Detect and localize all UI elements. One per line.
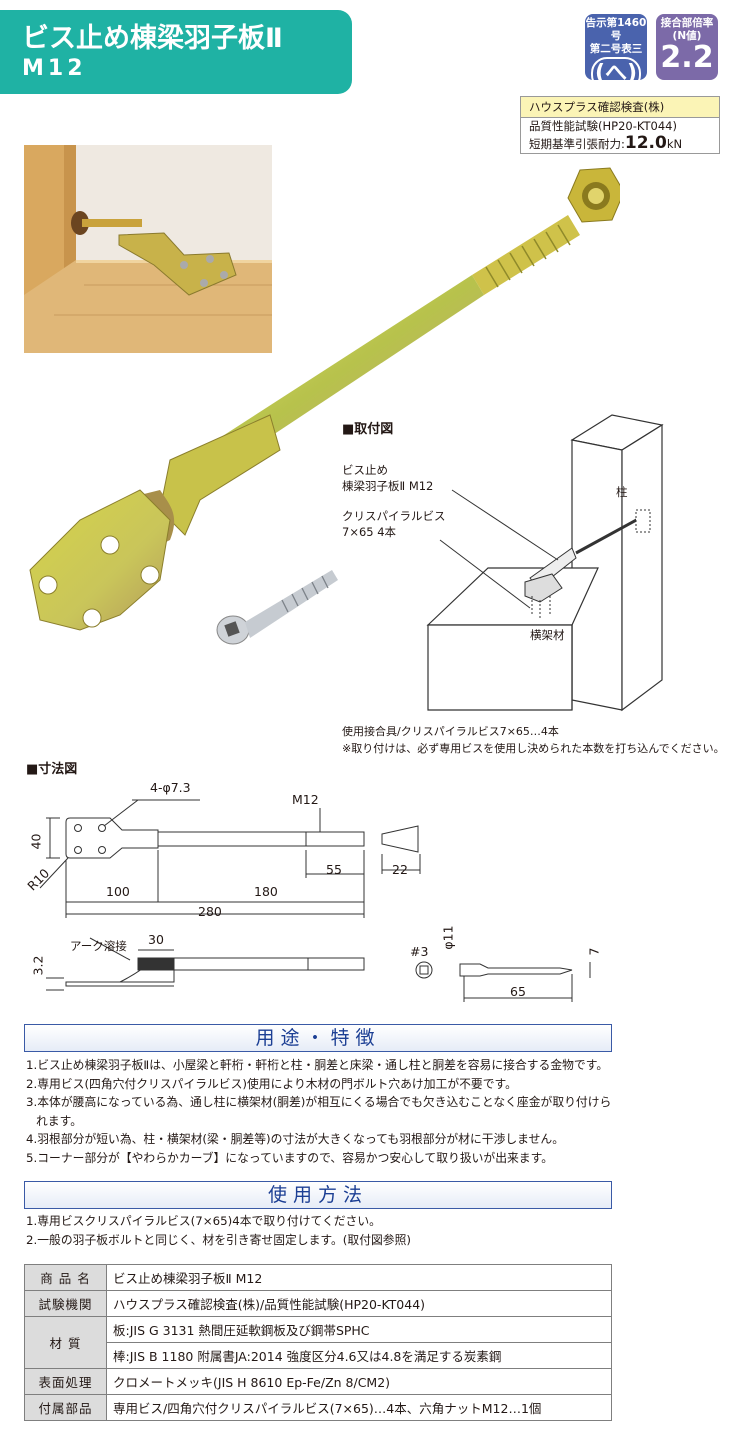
page-subtitle: M12 bbox=[22, 56, 87, 81]
label-screw: クリスパイラルビス 7×65 4本 bbox=[342, 508, 446, 540]
ratio-line1: 接合部倍率 bbox=[660, 17, 714, 29]
features-list: 1.ビス止め棟梁羽子板Ⅱは、小屋梁と軒桁・軒桁と柱・胴差と床梁・通し柱と胴差を容… bbox=[26, 1056, 616, 1168]
spec-value: クロメートメッキ(JIS H 8610 Ep-Fe/Zn 8/CM2) bbox=[106, 1368, 612, 1395]
cert-strength-unit: kN bbox=[666, 137, 683, 151]
usage-list: 1.専用ビスクリスパイラルビス(7×65)4本で取り付けてください。 2.一般の… bbox=[26, 1212, 616, 1249]
spec-key: 表面処理 bbox=[24, 1368, 107, 1395]
list-item: 4.羽根部分が短い為、柱・横架材(梁・胴差等)の寸法が大きくなっても羽根部分が材… bbox=[26, 1132, 564, 1147]
spec-table: 商 品 名 ビス止め棟梁羽子板Ⅱ M12 試験機関 ハウスプラス確認検査(株)/… bbox=[24, 1264, 612, 1421]
table-row: 試験機関 ハウスプラス確認検査(株)/品質性能試験(HP20-KT044) bbox=[24, 1290, 612, 1317]
spec-key: 材 質 bbox=[24, 1316, 107, 1369]
dim-hole: 4-φ7.3 bbox=[150, 780, 191, 795]
cert-strength-label: 短期基準引張耐力: bbox=[529, 137, 625, 151]
spec-value: 棒:JIS B 1180 附属書JA:2014 強度区分4.6又は4.8を満足す… bbox=[106, 1342, 612, 1369]
label-column: 柱 bbox=[616, 485, 628, 499]
cert-test: 品質性能試験(HP20-KT044) bbox=[529, 119, 677, 133]
list-item: 3.本体が腰高になっている為、通し柱に横架材(胴差)が相互にくる場合でも欠き込む… bbox=[26, 1095, 612, 1128]
label-plate: ビス止め 棟梁羽子板Ⅱ M12 bbox=[342, 462, 433, 494]
dim-30: 30 bbox=[148, 932, 164, 947]
notice-line2: 第二号表三 bbox=[589, 43, 643, 55]
list-item: 2.一般の羽子板ボルトと同じく、材を引き寄せ固定します。(取付図参照) bbox=[26, 1232, 411, 1247]
table-row: 棒:JIS B 1180 附属書JA:2014 強度区分4.6又は4.8を満足す… bbox=[25, 1342, 612, 1369]
features-heading: 用途・特徴 bbox=[24, 1024, 612, 1052]
spec-key: 商 品 名 bbox=[24, 1264, 107, 1291]
table-row: 付属部品 専用ビス/四角穴付クリスパイラルビス(7×65)…4本、六角ナットM1… bbox=[24, 1394, 612, 1421]
label-beam: 横架材 bbox=[530, 628, 565, 642]
cert-strength-value: 12.0 bbox=[624, 133, 667, 153]
page-title: ビス止め棟梁羽子板Ⅱ bbox=[22, 23, 283, 54]
dim-thread: M12 bbox=[292, 792, 319, 807]
list-item: 1.ビス止め棟梁羽子板Ⅱは、小屋梁と軒桁・軒桁と柱・胴差と床梁・通し柱と胴差を容… bbox=[26, 1058, 609, 1072]
notice-badge: 告示第1460号 第二号表三 (へ) bbox=[585, 14, 647, 91]
list-item: 5.コーナー部分が【やわらかカーブ】になっていますので、容易かつ安心して取り扱い… bbox=[26, 1150, 554, 1165]
spec-value: 専用ビス/四角穴付クリスパイラルビス(7×65)…4本、六角ナットM12…1個 bbox=[106, 1394, 612, 1421]
side-view-drawing bbox=[46, 937, 591, 1002]
dim-55: 55 bbox=[326, 862, 342, 877]
dim-40: 40 bbox=[28, 833, 44, 850]
list-item: 2.専用ビス(四角穴付クリスパイラルビス)使用により木材の門ボルト穴あけ加工が不… bbox=[26, 1076, 517, 1091]
spec-key: 試験機関 bbox=[24, 1290, 107, 1317]
label-plate-line1: ビス止め bbox=[342, 463, 388, 477]
ratio-badge: 接合部倍率 (N値) 2.2 bbox=[656, 14, 718, 80]
dim-7: 7 bbox=[586, 947, 602, 956]
label-screw-line1: クリスパイラルビス bbox=[342, 509, 446, 523]
installation-note-2: ※取り付けは、必ず専用ビスを使用し決められた本数を打ち込んでください。 bbox=[342, 742, 725, 755]
spec-value: ビス止め棟梁羽子板Ⅱ M12 bbox=[106, 1264, 612, 1291]
dim-sq3: #3 bbox=[410, 944, 429, 959]
installation-note-1: 使用接合具/クリスパイラルビス7×65…4本 bbox=[342, 725, 559, 738]
spec-value: ハウスプラス確認検査(株)/品質性能試験(HP20-KT044) bbox=[106, 1290, 612, 1317]
label-screw-line2: 7×65 4本 bbox=[342, 525, 397, 539]
dim-22: 22 bbox=[392, 862, 408, 877]
spec-key: 付属部品 bbox=[24, 1394, 107, 1421]
product-illustration bbox=[29, 167, 620, 645]
ratio-line2: (N値) bbox=[672, 30, 702, 42]
cert-header: ハウスプラス確認検査(株) bbox=[521, 97, 719, 118]
dim-280: 280 bbox=[198, 904, 222, 919]
table-row: 表面処理 クロメートメッキ(JIS H 8610 Ep-Fe/Zn 8/CM2) bbox=[24, 1368, 612, 1395]
installation-drawing bbox=[426, 414, 664, 712]
ratio-value: 2.2 bbox=[660, 40, 714, 75]
list-item: 1.専用ビスクリスパイラルビス(7×65)4本で取り付けてください。 bbox=[26, 1214, 381, 1228]
certification-box: ハウスプラス確認検査(株) 品質性能試験(HP20-KT044) 短期基準引張耐… bbox=[520, 96, 720, 154]
table-row: 商 品 名 ビス止め棟梁羽子板Ⅱ M12 bbox=[24, 1264, 612, 1291]
dim-100: 100 bbox=[106, 884, 130, 899]
top-view-drawing bbox=[39, 799, 421, 918]
dim-3-2: 3.2 bbox=[30, 955, 46, 976]
table-row: 材 質 板:JIS G 3131 熱間圧延軟鋼板及び鋼帯SPHC bbox=[24, 1316, 612, 1369]
dimensions-heading: ■寸法図 bbox=[26, 762, 78, 777]
notice-line1: 告示第1460号 bbox=[585, 17, 647, 42]
spec-value: 板:JIS G 3131 熱間圧延軟鋼板及び鋼帯SPHC bbox=[106, 1316, 612, 1343]
dim-65: 65 bbox=[510, 984, 526, 999]
dim-180: 180 bbox=[254, 884, 278, 899]
notice-symbol: (へ) bbox=[591, 57, 641, 91]
cert-strength: 短期基準引張耐力:12.0kN bbox=[521, 135, 719, 153]
installation-heading: ■取付図 bbox=[342, 422, 394, 437]
label-plate-line2: 棟梁羽子板Ⅱ M12 bbox=[342, 479, 434, 493]
installed-photo bbox=[24, 145, 272, 353]
usage-heading: 使用方法 bbox=[24, 1181, 612, 1209]
label-arc-weld: アーク溶接 bbox=[70, 939, 127, 953]
title-banner bbox=[0, 10, 352, 94]
dim-phi11: φ11 bbox=[440, 925, 456, 950]
